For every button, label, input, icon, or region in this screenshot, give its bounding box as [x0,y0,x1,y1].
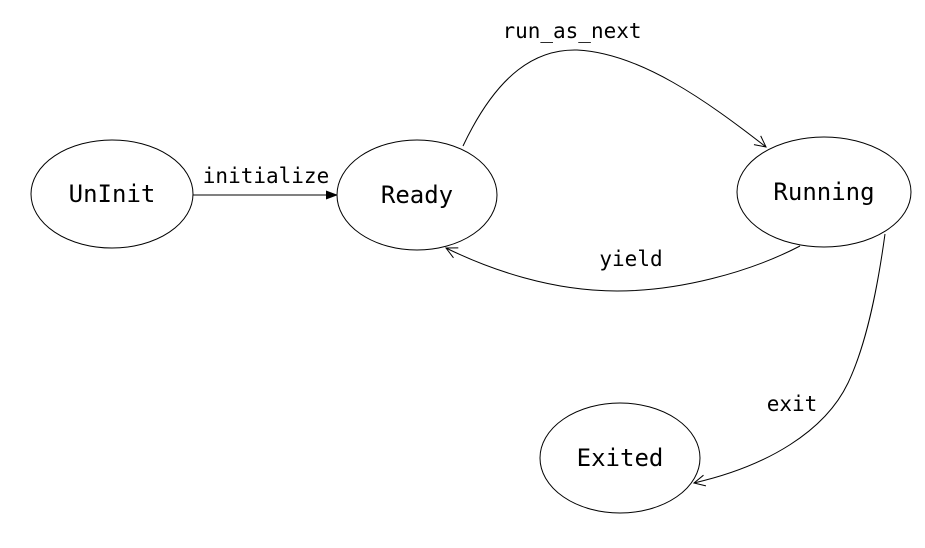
state-label-uninit: UnInit [69,180,156,208]
state-node-ready [336,139,498,251]
transition-label-initialize: initialize [203,164,329,188]
state-label-running: Running [773,178,874,206]
transition-label-yield: yield [599,247,662,271]
states-layer [30,136,912,514]
state-node-exited [539,402,701,514]
transitions-layer [193,49,886,487]
state-label-ready: Ready [381,181,453,209]
transition-label-run_as_next: run_as_next [502,19,641,43]
transition-edge-run_as_next [462,49,767,148]
state-label-exited: Exited [577,444,664,472]
transition-edge-yield [444,245,801,292]
transition-edge-exit [692,233,886,487]
state-node-uninit [30,139,194,249]
state-node-running [736,136,912,248]
transition-label-exit: exit [767,392,818,416]
